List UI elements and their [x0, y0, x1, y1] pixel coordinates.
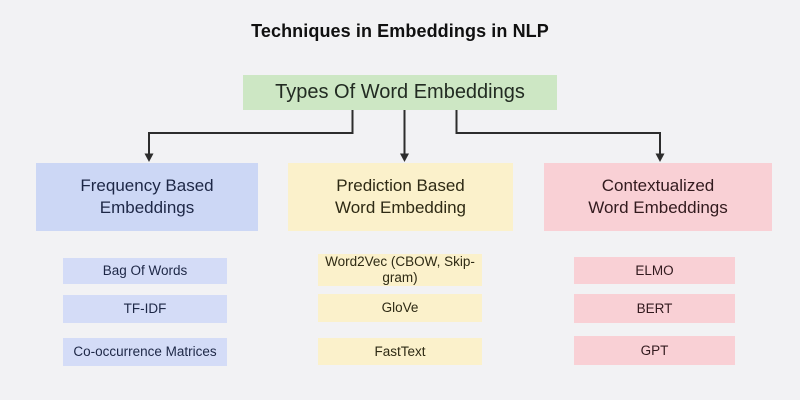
branch-label-line: Contextualized — [601, 175, 715, 195]
leaf-node-fasttext: FastText — [318, 338, 482, 365]
branch-label-line: Word Embeddings — [588, 198, 728, 217]
branch-node-prediction-based-word-embedding: Prediction Based Word Embedding — [288, 163, 513, 231]
branch-label-line: Prediction Based — [336, 175, 465, 195]
branch-node-frequency-based-embeddings: Frequency Based Embeddings — [36, 163, 258, 231]
arrowhead-middle-icon — [400, 153, 409, 162]
leaf-node-label: FastText — [374, 343, 426, 359]
leaf-node-bag-of-words: Bag Of Words — [63, 258, 227, 284]
branch-label-line: Embeddings — [99, 198, 195, 217]
connector-left-elbow — [148, 110, 354, 155]
leaf-node-label: ELMO — [635, 262, 674, 278]
leaf-node-label: GloVe — [381, 300, 419, 316]
branch-label-line: Word Embedding — [334, 198, 467, 217]
connector-right-elbow — [455, 110, 661, 155]
leaf-node-elmo: ELMO — [574, 257, 735, 284]
leaf-node-label: Word2Vec (CBOW, Skip-gram) — [325, 254, 475, 285]
root-node-label: Types Of Word Embeddings — [275, 81, 525, 103]
leaf-node-label: TF-IDF — [123, 301, 167, 317]
diagram-title: Techniques in Embeddings in NLP — [251, 21, 549, 41]
root-node-types-of-word-embeddings: Types Of Word Embeddings — [243, 75, 557, 110]
leaf-node-label: Bag Of Words — [102, 263, 188, 279]
arrowhead-left-icon — [144, 153, 154, 162]
leaf-node-glove: GloVe — [318, 294, 482, 322]
leaf-node-label: Co-occurrence Matrices — [73, 344, 217, 360]
branch-label-line: Frequency Based — [80, 175, 214, 195]
leaf-node-label: GPT — [640, 342, 669, 358]
leaf-node-label: BERT — [636, 300, 673, 316]
leaf-node-word2vec: Word2Vec (CBOW, Skip-gram) — [318, 254, 482, 286]
leaf-node-bert: BERT — [574, 294, 735, 323]
branch-node-contextualized-word-embeddings: Contextualized Word Embeddings — [544, 163, 772, 231]
leaf-node-tf-idf: TF-IDF — [63, 295, 227, 323]
leaf-node-co-occurrence-matrices: Co-occurrence Matrices — [63, 338, 227, 366]
arrowhead-right-icon — [655, 153, 665, 162]
leaf-node-gpt: GPT — [574, 336, 735, 365]
